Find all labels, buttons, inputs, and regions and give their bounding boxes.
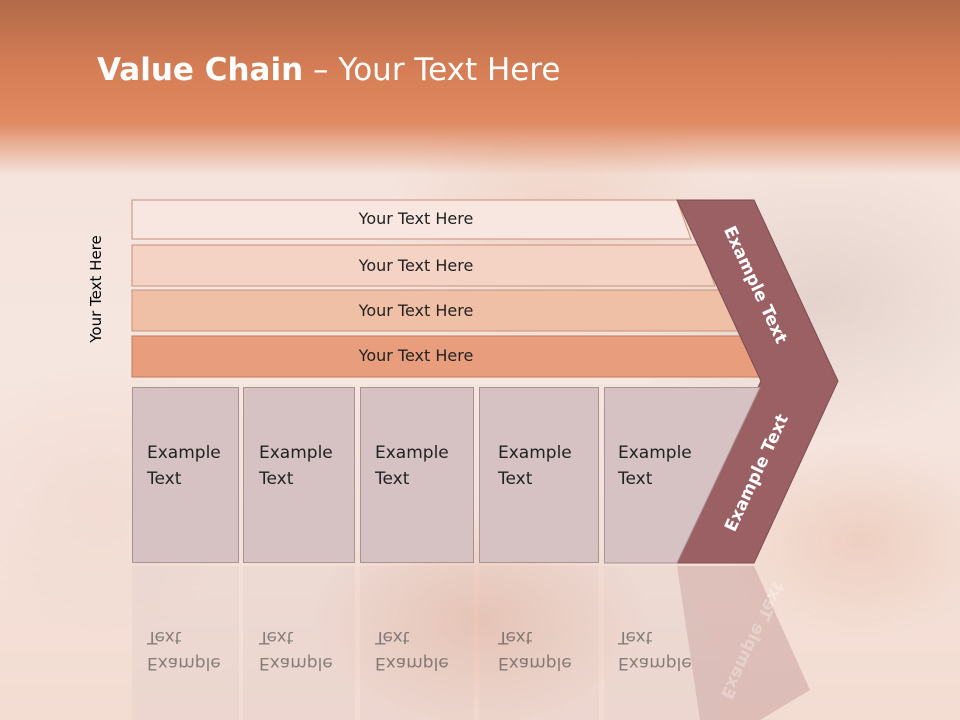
card-4[interactable]: [479, 387, 599, 563]
bar-3-label: Your Text Here: [358, 301, 474, 320]
title-rest: – Your Text Here: [303, 52, 561, 88]
bar-2-label: Your Text Here: [358, 256, 474, 275]
card-5-reflection-line1: Example: [618, 653, 692, 673]
card-3[interactable]: [360, 387, 474, 563]
card-3-reflection-text: Example Text: [375, 624, 449, 676]
card-1-reflection-line2: Text: [147, 627, 182, 647]
card-1-line1: Example: [147, 443, 221, 463]
card-4-line2: Text: [498, 469, 533, 489]
title-band: [0, 0, 960, 175]
card-3-line1: Example: [375, 443, 449, 463]
card-2-line2: Text: [259, 469, 294, 489]
card-1-reflection-text: Example Text: [147, 624, 221, 676]
chevron-reflection-text: Example Text: [716, 578, 788, 702]
card-1-line2: Text: [147, 469, 182, 489]
card-3-reflection-line1: Example: [375, 653, 449, 673]
card-1-text: Example Text: [147, 440, 221, 492]
card-5-line1: Example: [618, 443, 692, 463]
card-4-reflection-line1: Example: [498, 653, 572, 673]
card-4-text: Example Text: [498, 440, 572, 492]
side-label[interactable]: Your Text Here: [87, 235, 105, 343]
slide-title[interactable]: Value Chain – Your Text Here: [97, 52, 560, 88]
card-4-reflection-text: Example Text: [498, 624, 572, 676]
card-5-text: Example Text: [618, 440, 692, 492]
card-4-reflection-line2: Text: [498, 627, 533, 647]
card-5[interactable]: [604, 387, 764, 564]
title-bold: Value Chain: [97, 52, 304, 88]
card-2-line1: Example: [259, 443, 333, 463]
card-4-line1: Example: [498, 443, 572, 463]
card-1-reflection-line1: Example: [147, 653, 221, 673]
card-5-line2: Text: [618, 469, 653, 489]
card-2-text: Example Text: [259, 440, 333, 492]
card-2[interactable]: [243, 387, 355, 563]
card-5-reflection-text: Example Text: [618, 624, 692, 676]
card-1[interactable]: [132, 387, 239, 563]
card-3-text: Example Text: [375, 440, 449, 492]
card-2-reflection-line1: Example: [259, 653, 333, 673]
chevron-upper-text: Example Text: [719, 223, 791, 347]
bar-4-label: Your Text Here: [358, 346, 474, 365]
card-2-reflection-line2: Text: [259, 627, 294, 647]
card-2-reflection-text: Example Text: [259, 624, 333, 676]
card-3-reflection-line2: Text: [375, 627, 410, 647]
bar-1-label: Your Text Here: [358, 209, 474, 228]
card-3-line2: Text: [375, 469, 410, 489]
card-5-reflection-line2: Text: [618, 627, 653, 647]
